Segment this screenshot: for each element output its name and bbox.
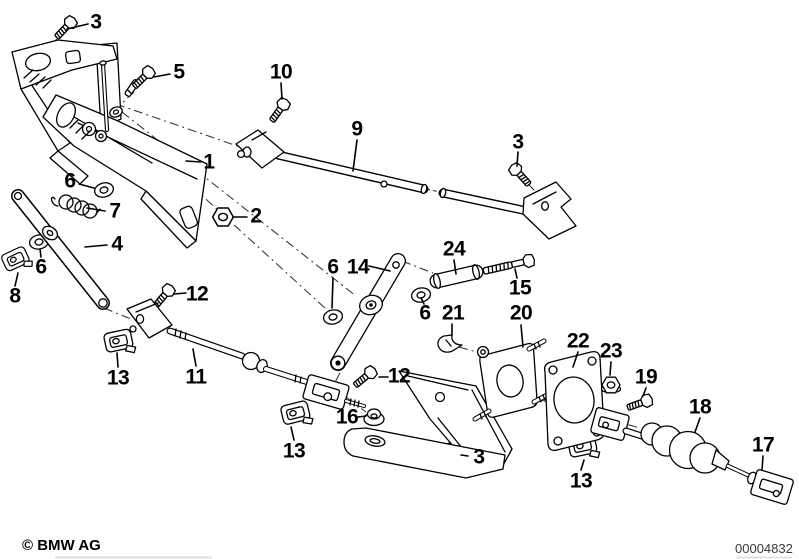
part-3-bolt-right (506, 160, 535, 190)
part-21-clip (437, 334, 463, 353)
document-number: 00004832 (735, 541, 793, 556)
part-4-lever (11, 189, 110, 310)
part-11-connecting-rod (126, 298, 366, 410)
copyright-text: © BMW AG (22, 537, 101, 554)
part-23-nut (600, 376, 622, 394)
part-16-grommet (363, 408, 385, 427)
part-15-bolt (481, 252, 537, 279)
part-2-hex-nut (211, 207, 235, 227)
part-6-washer-3 (321, 307, 345, 327)
part-6-washer-1 (92, 180, 116, 200)
part-18-bellows (590, 407, 755, 480)
part-10-bolt (265, 95, 293, 126)
part-22-gasket (543, 350, 605, 452)
part-5-bolt (124, 63, 158, 97)
part-12-bolt-2 (350, 363, 380, 392)
part-17-clevis (747, 469, 794, 505)
part-19-bolt (624, 392, 655, 415)
part-14-lever (330, 253, 406, 371)
part-13-clip-1 (102, 327, 138, 359)
leader-lines (14, 23, 764, 471)
part-9-push-rod (235, 129, 577, 240)
part-24-sleeve (429, 264, 484, 289)
part-8-clip (0, 244, 35, 278)
part-6-washer-4 (409, 285, 433, 305)
part-20-support-bracket (343, 370, 513, 479)
plate-studs (472, 338, 552, 422)
part-7-return-spring (50, 194, 101, 219)
part-20-mounting-plate (472, 338, 552, 422)
part-1-pedal-support-bracket (11, 39, 208, 249)
part-13-clip-2 (279, 399, 315, 432)
